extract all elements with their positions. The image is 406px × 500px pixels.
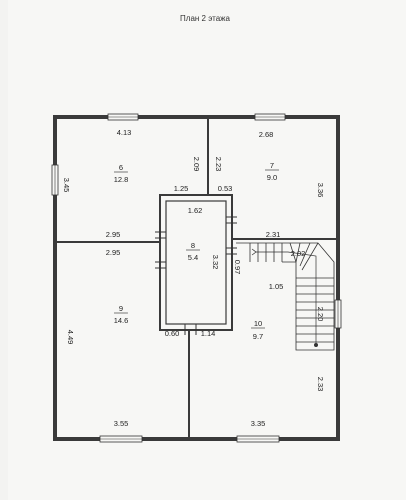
dim-3-36: 3.36 [316, 183, 325, 198]
dim-1-25: 1.25 [174, 184, 189, 193]
room-9-area: 14.6 [114, 316, 129, 325]
room-6-area: 12.8 [114, 175, 129, 184]
dim-2-95-upper: 2.95 [106, 230, 121, 239]
dim-2-95-lower: 2.95 [106, 248, 121, 257]
plan-title: План 2 этажа [180, 14, 230, 23]
corridor-room-8 [159, 194, 233, 331]
dim-3-35: 3.35 [251, 419, 266, 428]
dim-2-02: 2.02 [291, 249, 306, 258]
room-7-number: 7 [270, 161, 274, 170]
dim-2-31: 2.31 [266, 230, 281, 239]
room-8-area: 5.4 [188, 253, 198, 262]
dim-2-68: 2.68 [259, 130, 274, 139]
dim-1-05: 1.05 [269, 282, 284, 291]
dim-1-62: 1.62 [188, 206, 203, 215]
dim-0-97: 0.97 [233, 260, 242, 275]
dim-3-45: 3.45 [62, 178, 71, 193]
room-6-number: 6 [119, 163, 123, 172]
dim-3-55: 3.55 [114, 419, 129, 428]
room-9-number: 9 [119, 304, 123, 313]
dim-0-60: 0.60 [165, 329, 180, 338]
dim-4-49: 4.49 [66, 330, 75, 345]
dim-2-20: 2.20 [316, 307, 325, 322]
dim-1-14: 1.14 [201, 329, 216, 338]
dim-0-53: 0.53 [218, 184, 233, 193]
dim-2-23: 2.23 [214, 157, 223, 172]
dim-2-33: 2.33 [316, 377, 325, 392]
room-8-number: 8 [191, 241, 195, 250]
room-7-area: 9.0 [267, 173, 277, 182]
dim-2-09: 2.09 [192, 157, 201, 172]
room-10-number: 10 [254, 319, 262, 328]
staircase [236, 242, 335, 351]
dim-3-32: 3.32 [211, 255, 220, 270]
dim-4-13: 4.13 [117, 128, 132, 137]
room-10-area: 9.7 [253, 332, 263, 341]
outer-wall [53, 115, 340, 441]
